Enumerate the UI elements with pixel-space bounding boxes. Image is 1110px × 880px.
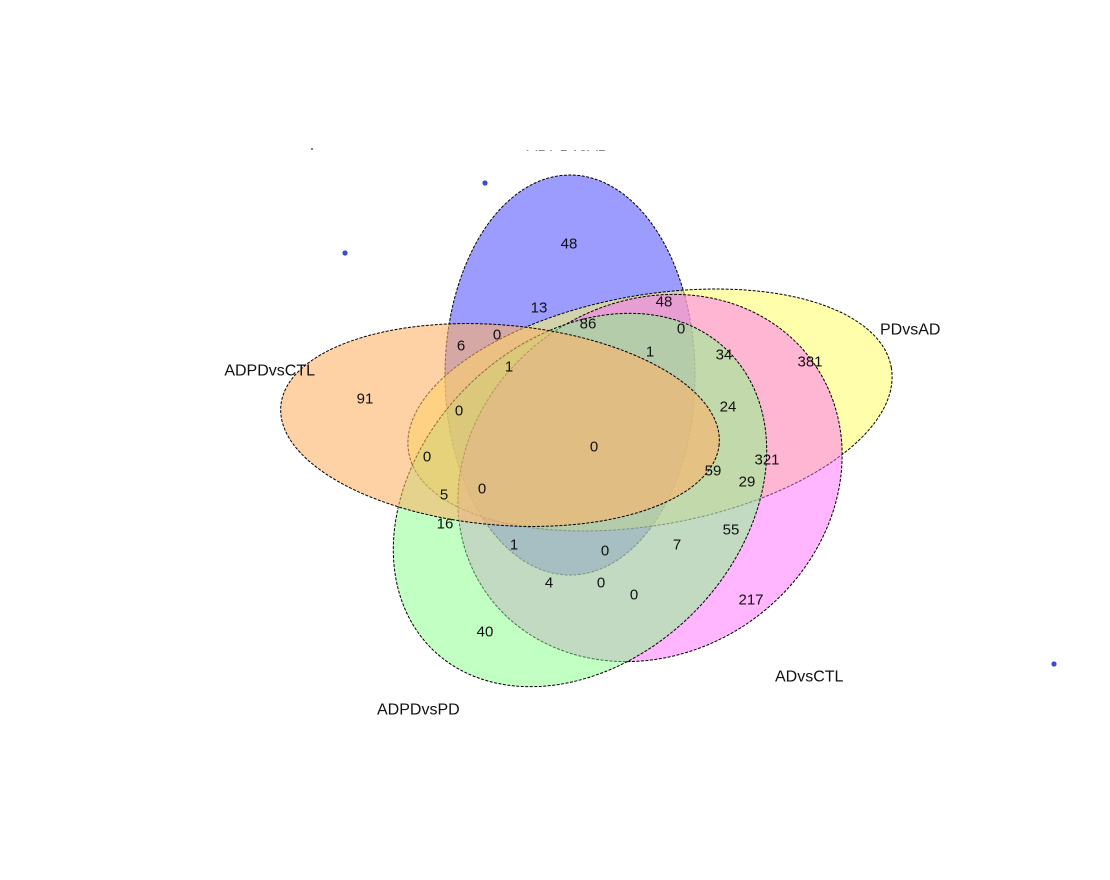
count-region: 0 xyxy=(597,575,605,592)
count-region: 321 xyxy=(754,452,779,469)
label-advsctl: ADvsCTL xyxy=(775,669,844,686)
count-region: 48 xyxy=(656,294,673,311)
count-region: 0 xyxy=(493,327,501,344)
count-region: 1 xyxy=(505,359,513,376)
count-region: 59 xyxy=(705,463,722,480)
count-region: 16 xyxy=(437,516,454,533)
count-region: 0 xyxy=(590,439,598,456)
count-adpdvspd-only: 40 xyxy=(477,624,494,641)
label-adpdvsctl: ADPDvsCTL xyxy=(224,363,315,380)
count-region: 0 xyxy=(630,587,638,604)
crop-band xyxy=(0,0,1110,150)
count-region: 0 xyxy=(423,449,431,466)
count-region: 4 xyxy=(545,575,553,592)
count-region: 0 xyxy=(455,403,463,420)
count-pdvsad-only: 381 xyxy=(797,354,822,371)
label-pdvsad: PDvsAD xyxy=(880,322,940,339)
crop-mark xyxy=(0,0,1,1)
count-region: 0 xyxy=(677,321,685,338)
count-region: 1 xyxy=(510,537,518,554)
count-region: 6 xyxy=(457,338,465,355)
count-advsctl-only: 217 xyxy=(738,592,763,609)
count-region: 1 xyxy=(646,344,654,361)
count-region: 24 xyxy=(720,399,737,416)
count-adpdvsctl-only: 91 xyxy=(357,391,374,408)
count-region: 29 xyxy=(739,474,756,491)
marker-dot xyxy=(342,250,348,256)
count-region: 55 xyxy=(723,522,740,539)
count-region: 86 xyxy=(580,316,597,333)
count-region: 0 xyxy=(478,481,486,498)
label-adpdvspd: ADPDvsPD xyxy=(377,702,460,719)
count-region: 5 xyxy=(440,487,448,504)
count-region: 13 xyxy=(531,300,548,317)
marker-dot xyxy=(482,180,488,186)
marker-dot xyxy=(1051,661,1057,667)
ellipse-adpdvsctl xyxy=(280,323,720,527)
count-region: 0 xyxy=(601,543,609,560)
count-region: 7 xyxy=(673,537,681,554)
count-region: 34 xyxy=(716,347,733,364)
count-adpdvsad-only: 48 xyxy=(561,236,578,253)
